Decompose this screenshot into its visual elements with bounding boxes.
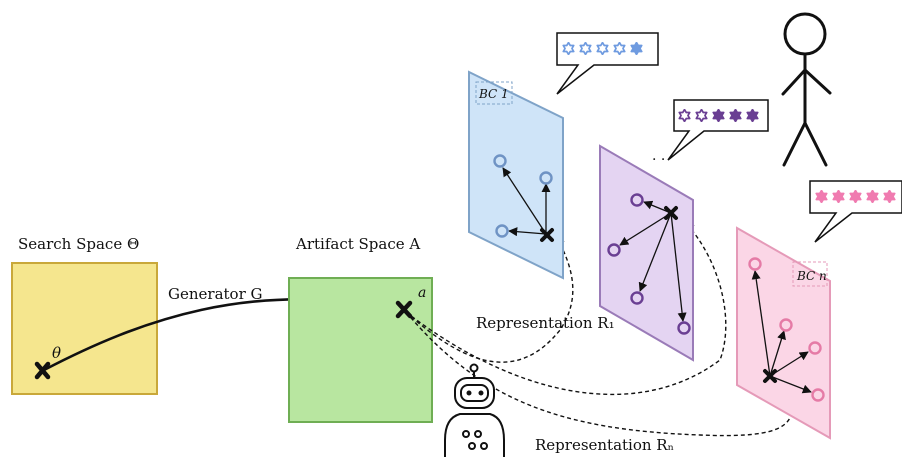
artifact-space-label: Artifact Space A xyxy=(295,235,420,253)
bc2-point xyxy=(630,193,644,207)
bcn-point xyxy=(808,341,822,355)
bc2-point xyxy=(630,291,644,305)
bc1-plane-group: BC 1 xyxy=(468,70,564,280)
bcn-point xyxy=(748,257,762,271)
bc2-rating-bubble xyxy=(667,99,769,161)
artifact-a-label: a xyxy=(418,285,426,301)
bc2-x-marker xyxy=(664,206,678,220)
search-space-label: Search Space Θ xyxy=(18,235,139,253)
generator-label: Generator G xyxy=(168,285,263,303)
bcn-tag-box xyxy=(792,261,828,287)
bcn-point xyxy=(811,388,825,402)
search-space-group: Search Space Θ θ xyxy=(11,235,158,395)
speech-bubble xyxy=(667,99,769,161)
representation-1-label: Representation R₁ xyxy=(476,314,615,332)
bc2-plane xyxy=(599,144,694,362)
bcn-x-marker xyxy=(763,369,777,383)
bc1-point xyxy=(493,154,507,168)
bc1-point xyxy=(495,224,509,238)
bcn-point xyxy=(779,318,793,332)
bc2-point xyxy=(607,243,621,257)
bc1-x-marker xyxy=(540,228,554,242)
representation-2-arrow xyxy=(405,221,727,396)
search-space-box xyxy=(11,262,158,395)
artifact-space-group: Artifact Space A a xyxy=(288,235,433,423)
bc1-points xyxy=(493,154,553,238)
bc2-points xyxy=(607,193,691,335)
bc-ellipsis: · · xyxy=(652,152,665,168)
artifact-space-box xyxy=(288,277,433,423)
theta-point-x-marker xyxy=(34,361,51,380)
bc1-point xyxy=(539,171,553,185)
stick-figure-icon xyxy=(781,12,832,167)
bcn-plane-group: BC n xyxy=(736,226,831,440)
bcn-points xyxy=(748,257,825,402)
bc1-plane xyxy=(468,70,564,280)
bc1-rating-bubble xyxy=(556,32,659,95)
bc2-point xyxy=(677,321,691,335)
star-rating-filled-part xyxy=(712,109,759,122)
bc1-tag-box xyxy=(475,81,513,105)
representation-n-label: Representation Rₙ xyxy=(535,436,674,454)
speech-bubble xyxy=(809,180,902,243)
bcn-tag: BC n xyxy=(796,269,827,283)
robot-icon xyxy=(444,363,505,457)
bcn-rating-bubble xyxy=(809,180,902,243)
theta-label: θ xyxy=(52,344,61,362)
speech-bubble xyxy=(556,32,659,95)
representation-1-arrow xyxy=(405,235,574,363)
bc2-plane-group: · · xyxy=(599,144,694,362)
bc1-tag: BC 1 xyxy=(478,87,509,101)
bc1-arrows xyxy=(502,167,551,237)
